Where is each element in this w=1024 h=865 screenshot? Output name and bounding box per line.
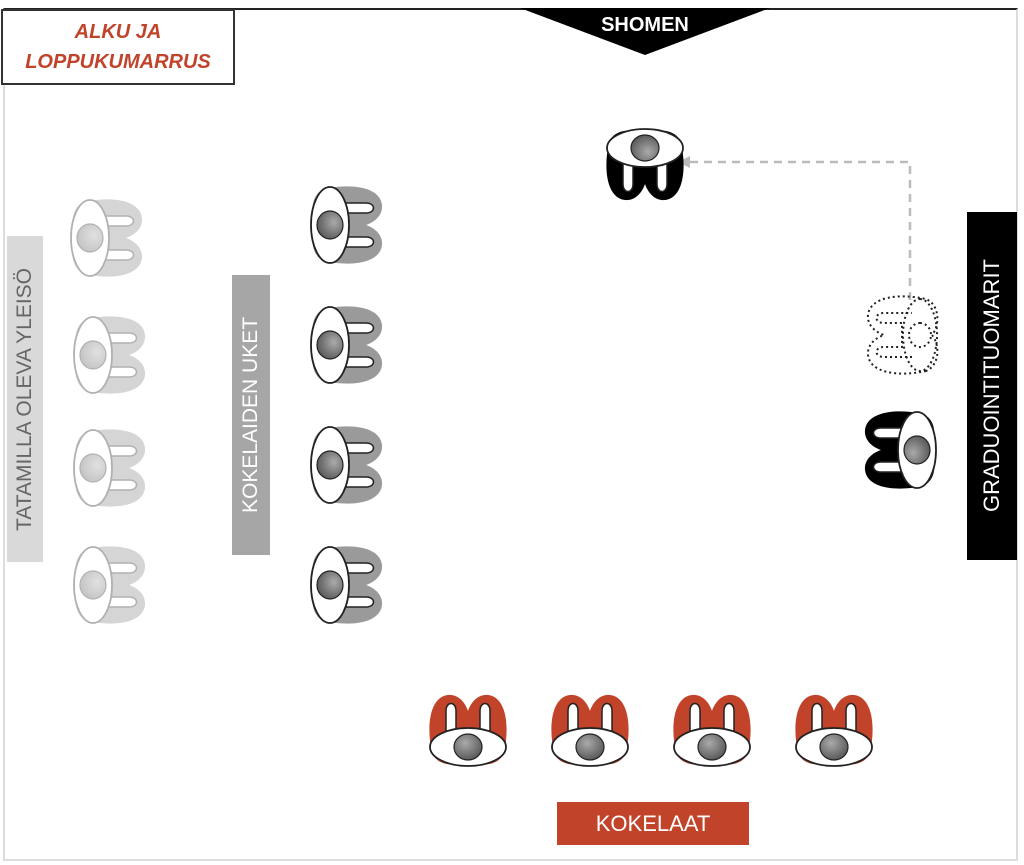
arrow-head-icon [678, 156, 690, 168]
title-line-1: ALKU JA [74, 21, 162, 43]
judge-figure-seated [606, 129, 683, 201]
audience-figure [74, 546, 146, 623]
candidates-label: KOKELAAT [557, 802, 749, 845]
judge-figure-moving [866, 295, 939, 375]
shomen-marker [520, 8, 770, 55]
candidate-figure [429, 694, 506, 766]
uke-label: KOKELAIDEN UKET [232, 275, 270, 555]
uke-figure [311, 306, 383, 383]
uke-figure [311, 546, 383, 623]
shomen-label: SHOMEN [601, 13, 689, 36]
title-box: ALKU JA LOPPUKUMARRUS [1, 9, 235, 85]
candidate-figure [795, 694, 872, 766]
uke-figure [311, 186, 383, 263]
title-line-2: LOPPUKUMARRUS [25, 51, 211, 73]
tatami-border [3, 8, 1018, 861]
judges-label: GRADUOINTITUOMARIT [967, 212, 1017, 560]
movement-path [685, 160, 912, 300]
audience-figure [74, 429, 146, 506]
candidate-figure [673, 694, 750, 766]
audience-label: TATAMILLA OLEVA YLEISÖ [7, 236, 43, 562]
audience-figure [71, 199, 143, 276]
audience-figure [74, 316, 146, 393]
candidate-figure [551, 694, 628, 766]
judge-figure [864, 411, 936, 488]
uke-figure [311, 426, 383, 503]
